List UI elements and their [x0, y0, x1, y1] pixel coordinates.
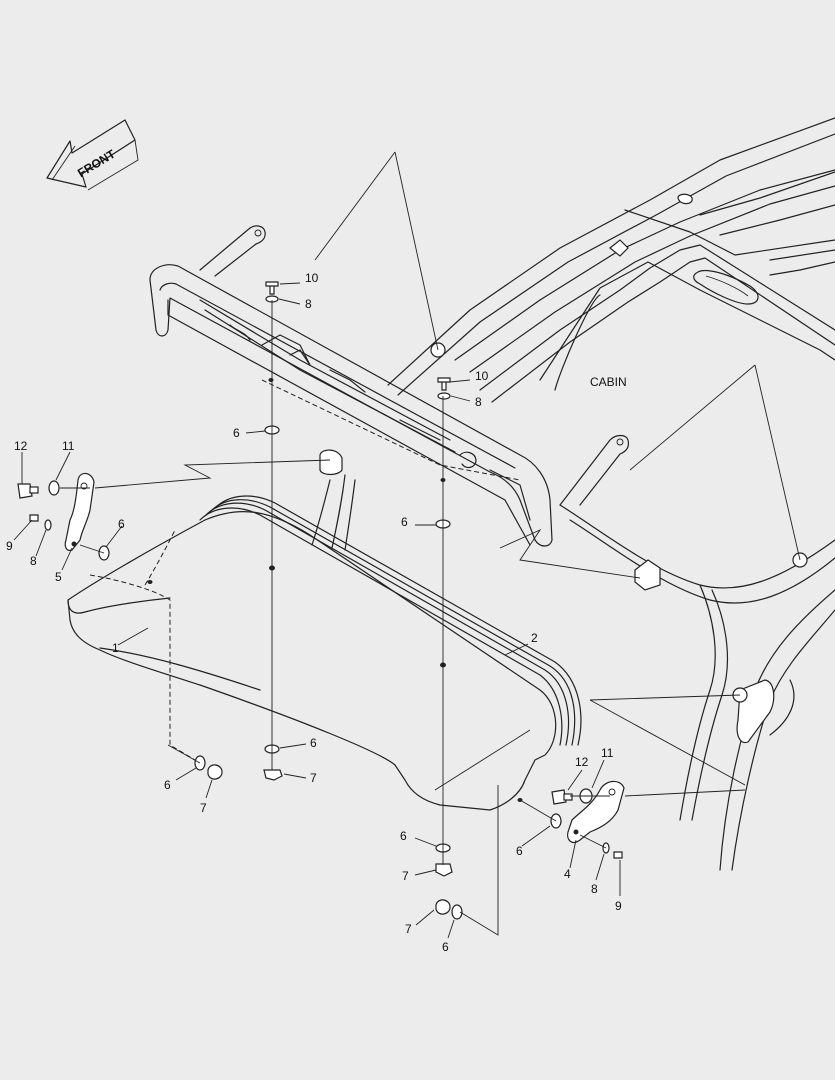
callout-2: 2: [531, 631, 538, 645]
callout-leaders: [13, 282, 621, 939]
callout-labels: 10 8 10 8 6 12 11 9 8 6 5 6 1 2 6 7 6 7 …: [6, 271, 622, 954]
leader-lines: [94, 151, 801, 797]
front-label: FRONT: [75, 147, 118, 181]
callout-11: 11: [62, 439, 75, 453]
callout-12: 12: [575, 755, 589, 769]
callout-6: 6: [118, 517, 125, 531]
callout-6: 6: [516, 844, 523, 858]
callout-8: 8: [305, 297, 312, 311]
callout-7: 7: [405, 922, 412, 936]
callout-10: 10: [475, 369, 489, 383]
front-arrow-icon: FRONT: [46, 119, 139, 191]
callout-12: 12: [14, 439, 28, 453]
callout-5: 5: [55, 570, 62, 584]
callout-6: 6: [442, 940, 449, 954]
visor-panel: [67, 510, 557, 811]
right-bracket: [567, 780, 625, 844]
callout-7: 7: [200, 801, 207, 815]
callout-6: 6: [233, 426, 240, 440]
callout-6: 6: [164, 778, 171, 792]
callout-1: 1: [112, 641, 119, 655]
callout-9: 9: [615, 899, 622, 913]
callout-7: 7: [310, 771, 317, 785]
hardware: [17, 281, 623, 920]
callout-7: 7: [402, 869, 409, 883]
callout-4: 4: [564, 867, 571, 881]
callout-8: 8: [475, 395, 482, 409]
assembly-lines: [60, 300, 610, 936]
callout-6: 6: [401, 515, 408, 529]
callout-6: 6: [310, 736, 317, 750]
callout-11: 11: [601, 746, 614, 760]
callout-8: 8: [30, 554, 37, 568]
callout-6: 6: [400, 829, 407, 843]
callout-9: 9: [6, 539, 13, 553]
callout-10: 10: [305, 271, 319, 285]
cabin-label: CABIN: [590, 375, 627, 389]
visor-frame: [149, 225, 630, 547]
seal-strip: [199, 495, 582, 746]
cabin-structure: [311, 117, 835, 871]
callout-8: 8: [591, 882, 598, 896]
left-bracket: [64, 472, 95, 551]
